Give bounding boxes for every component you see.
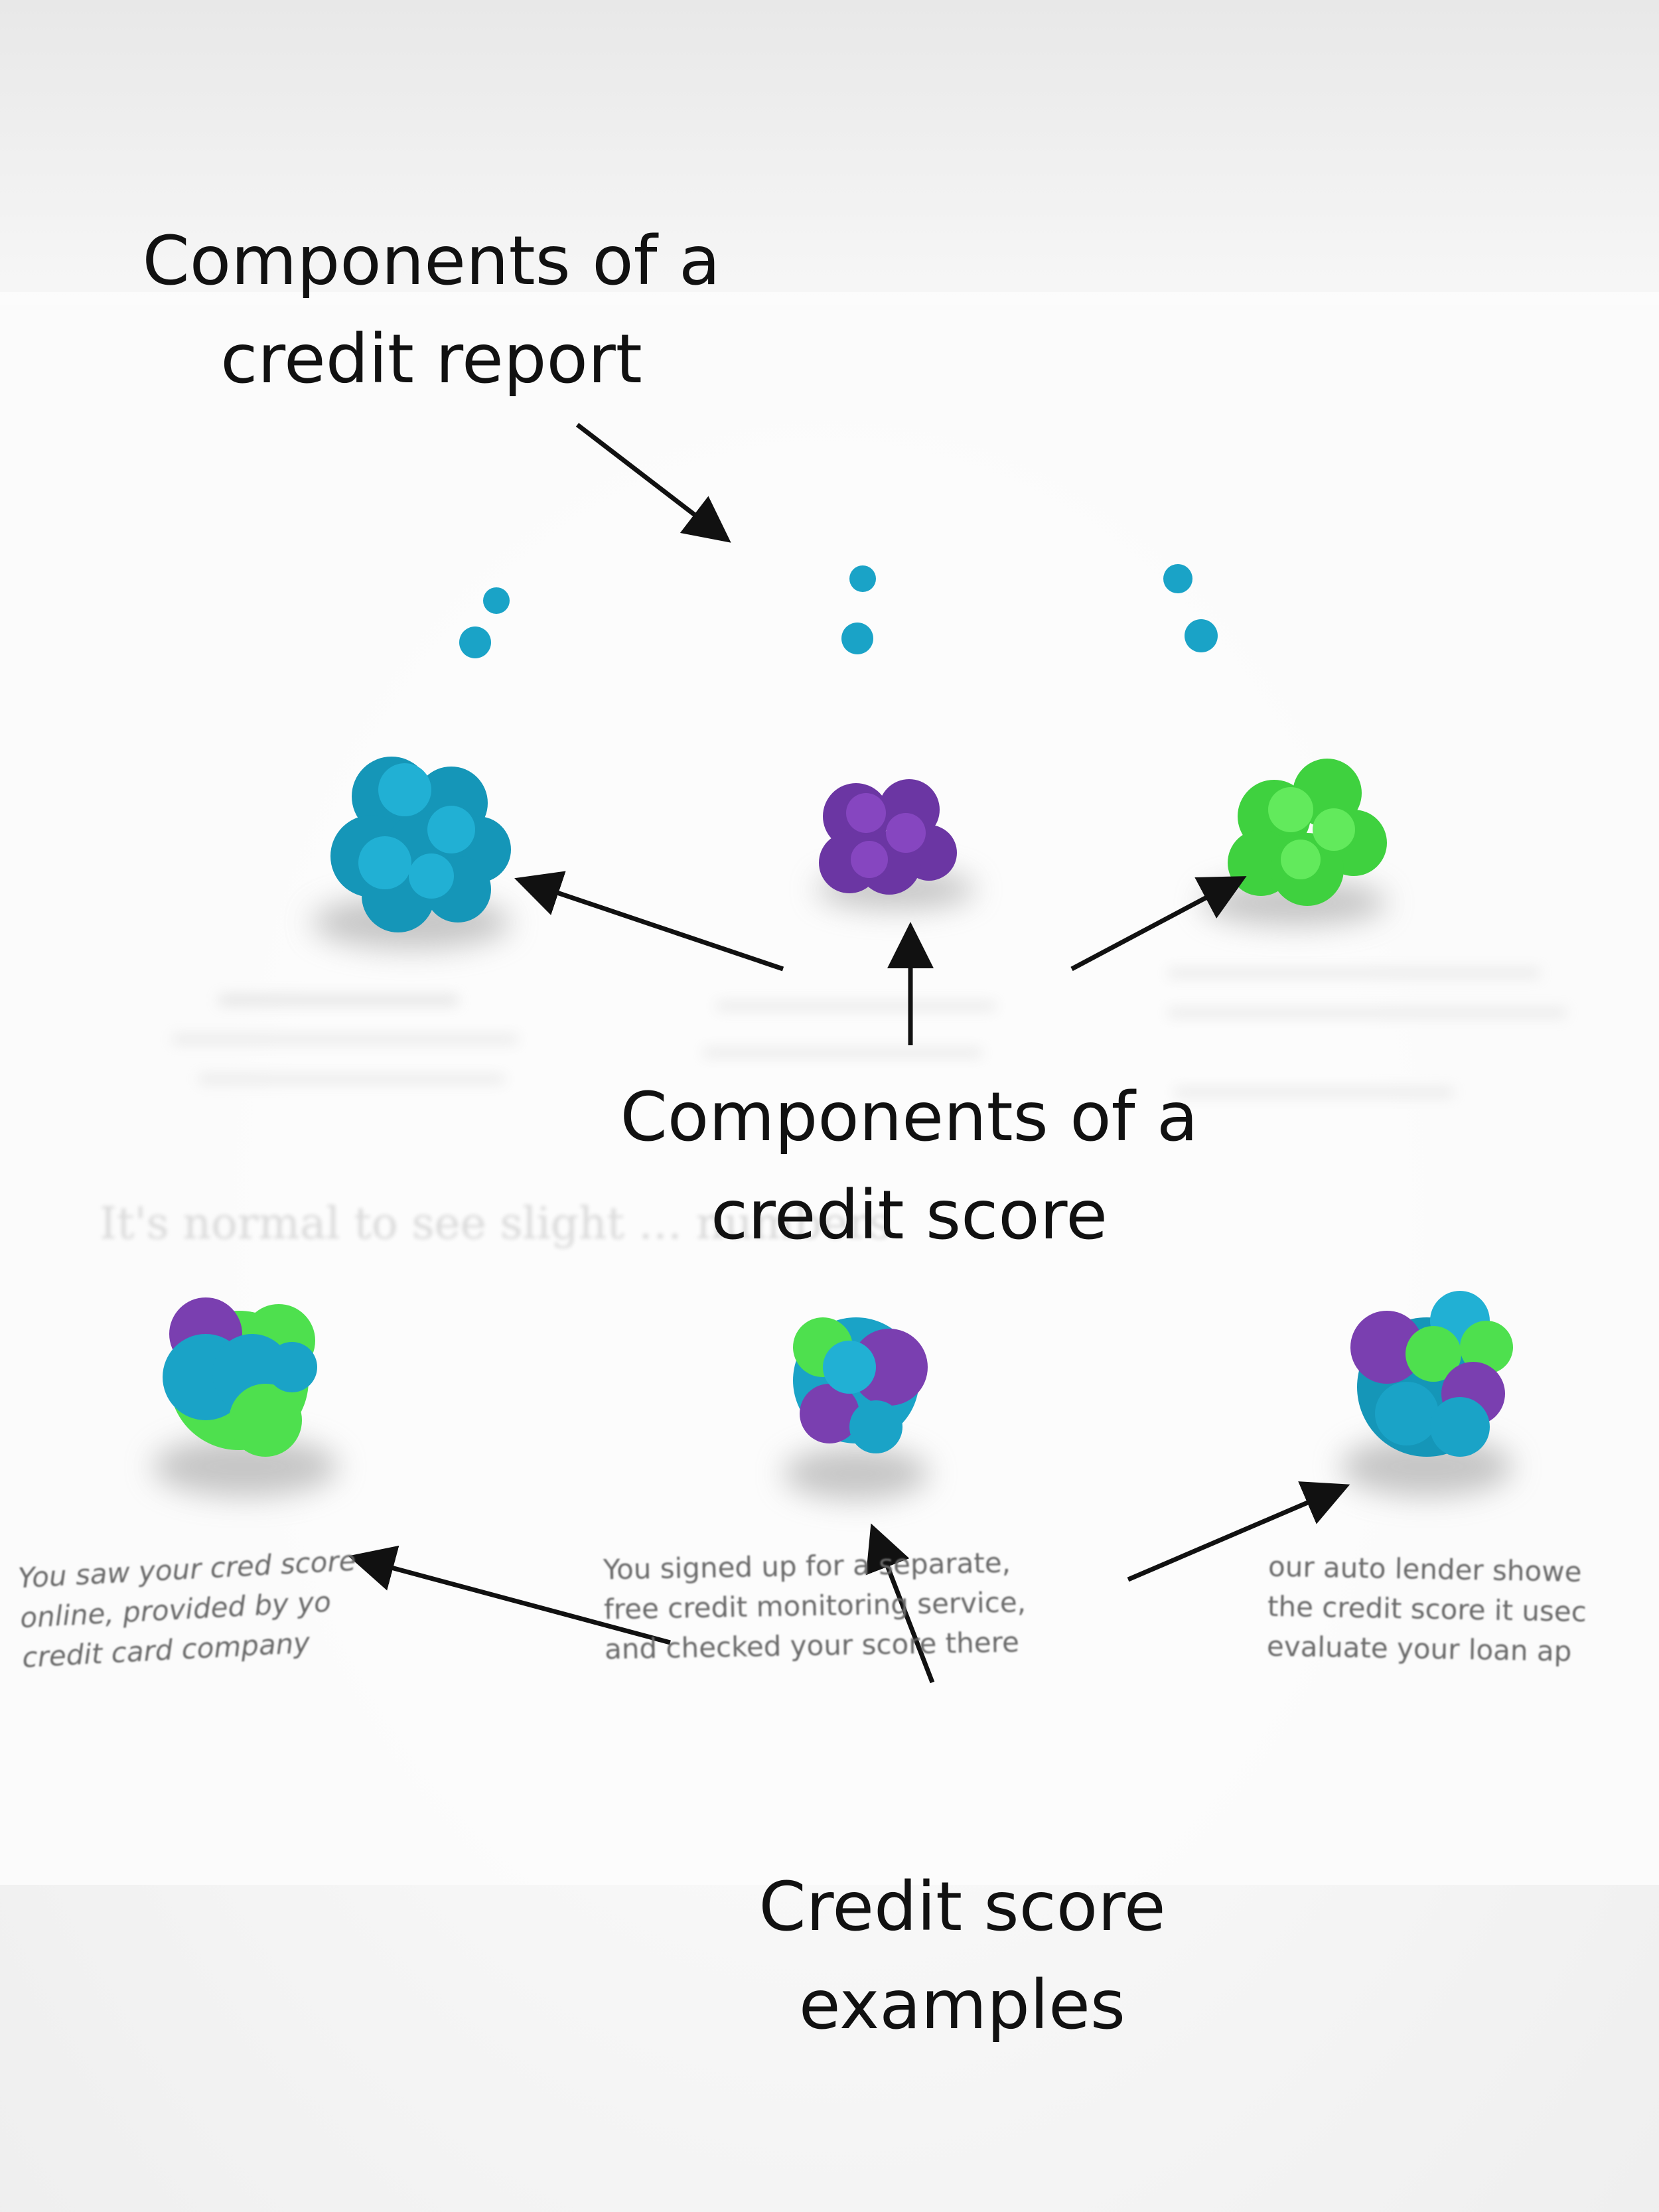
- teal-cluster: [330, 757, 511, 932]
- examples-label-line-2: examples: [798, 1966, 1126, 2045]
- purple-cluster: [819, 779, 957, 895]
- card-text-1: You saw your cred score online, provided…: [17, 1541, 362, 1678]
- score-components-label: Components of a credit score: [584, 1069, 1234, 1265]
- background-heading: It's normal to see slight … numbers: [100, 1198, 892, 1249]
- arrow-to-green: [1070, 876, 1247, 972]
- card-text-2: You signed up for a separate, free credi…: [603, 1542, 1027, 1669]
- background-wall: [0, 0, 1659, 305]
- card-3-line-2: the credit score it usec: [1267, 1589, 1587, 1629]
- arrow-to-ball-2: [866, 1523, 935, 1684]
- examples-label: Credit score examples: [664, 1858, 1261, 2055]
- report-label: Components of a credit report: [106, 212, 757, 409]
- examples-label-line-1: Credit score: [758, 1868, 1166, 1947]
- arrow-to-report: [575, 423, 731, 543]
- card-text-3: our auto lender showe the credit score i…: [1266, 1547, 1587, 1672]
- score-ball-3: [1350, 1291, 1513, 1457]
- card-3-line-1: our auto lender showe: [1267, 1550, 1582, 1589]
- report-dots: [459, 564, 1218, 658]
- report-label-line-2: credit report: [220, 320, 642, 399]
- card-2-line-2: free credit monitoring service,: [603, 1585, 1027, 1626]
- arrow-to-ball-1: [348, 1545, 671, 1645]
- card-2-line-3: and checked your score there: [604, 1625, 1020, 1666]
- card-3-line-3: evaluate your loan ap: [1266, 1629, 1572, 1668]
- arrows: [348, 423, 1350, 1684]
- score-components-label-line-1: Components of a: [620, 1078, 1198, 1157]
- card-2-line-1: You signed up for a separate,: [603, 1546, 1011, 1586]
- score-ball-2: [793, 1317, 928, 1453]
- blurred-paper-text: [173, 969, 1566, 1096]
- arrow-to-teal: [514, 871, 784, 972]
- score-ball-1: [163, 1297, 317, 1457]
- arrow-to-ball-3: [1127, 1481, 1350, 1582]
- green-cluster: [1228, 759, 1387, 906]
- report-label-line-1: Components of a: [142, 222, 721, 301]
- score-components-label-line-2: credit score: [710, 1176, 1108, 1255]
